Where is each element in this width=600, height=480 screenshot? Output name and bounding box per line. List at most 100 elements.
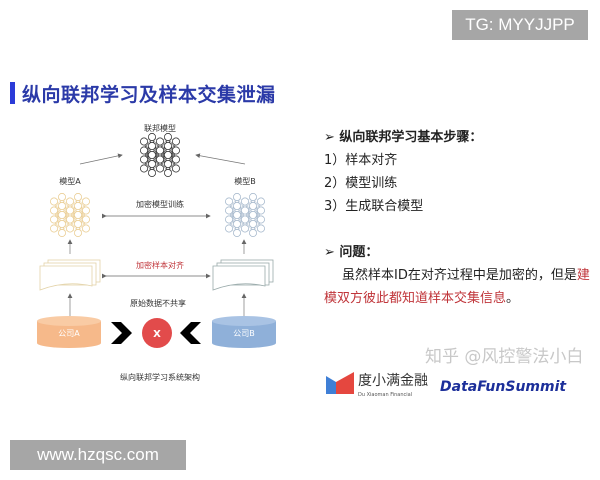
network-node — [172, 155, 180, 164]
network-node — [58, 202, 66, 210]
no-raw-sharing-label: 原始数据不共享 — [130, 298, 186, 308]
federated-model-network-icon — [140, 133, 180, 177]
architecture-diagram: 联邦模型 模型A 模型B 加密模型训练 加密样本对齐 原始数据不共享 公司A 公… — [37, 123, 276, 382]
company-a-label: 公司A — [58, 329, 80, 338]
network-node — [233, 211, 241, 219]
network-edge — [236, 210, 246, 234]
model-a-network-icon — [50, 193, 90, 237]
network-node — [164, 169, 172, 177]
network-edge — [167, 150, 177, 174]
network-edge — [252, 201, 262, 225]
logo-chinese-name: 度小满金融 — [358, 373, 428, 389]
network-edge — [61, 201, 71, 234]
network-node — [233, 202, 241, 210]
network-node — [140, 155, 148, 164]
network-node — [82, 215, 90, 224]
network-edge — [53, 205, 63, 229]
company-a-database-icon — [37, 316, 101, 348]
network-node — [140, 137, 148, 146]
network-node — [58, 193, 66, 201]
network-node — [249, 211, 257, 219]
steps-heading: ➢ 纵向联邦学习基本步骤： — [324, 130, 483, 145]
network-edge — [61, 201, 71, 225]
network-node — [82, 197, 90, 206]
network-edge — [252, 210, 262, 234]
network-node — [241, 224, 249, 233]
network-node — [82, 224, 90, 233]
network-node — [172, 146, 180, 155]
network-node — [82, 206, 90, 215]
step-item: 1）样本对齐 — [324, 153, 398, 168]
network-node — [233, 193, 241, 201]
network-node — [257, 197, 265, 206]
datafun-summit-logo: DataFunSummit — [440, 379, 567, 395]
network-node — [249, 202, 257, 210]
network-node — [156, 137, 164, 146]
network-node — [172, 137, 180, 146]
network-edge — [151, 150, 161, 174]
logo-english-name: Du Xiaoman Financial — [358, 392, 413, 398]
company-b-label: 公司B — [233, 329, 255, 338]
network-edge — [228, 196, 238, 220]
network-edge — [77, 201, 87, 225]
network-node — [74, 229, 82, 237]
slide-title: 纵向联邦学习及样本交集泄漏 — [22, 84, 276, 106]
network-node — [225, 206, 233, 215]
network-node — [140, 164, 148, 173]
network-node — [164, 142, 172, 150]
network-node — [148, 142, 156, 150]
network-node — [249, 193, 257, 201]
steps-heading-text: 纵向联邦学习基本步骤： — [339, 130, 483, 145]
issue-text-end: 。 — [506, 291, 520, 306]
step-item: 3）生成联合模型 — [324, 199, 424, 214]
network-node — [257, 224, 265, 233]
network-node — [66, 206, 74, 215]
network-edge — [53, 196, 63, 220]
issue-text-highlight: 建模双方彼此都知道样本交集信息 — [324, 268, 590, 306]
network-edge — [151, 141, 161, 165]
network-node — [58, 229, 66, 237]
network-edge — [151, 141, 161, 174]
document-stack-b-icon — [212, 259, 274, 291]
blocked-mark: X — [153, 329, 161, 340]
right-text-panel: ➢ 纵向联邦学习基本步骤： 1）样本对齐 2）模型训练 3）生成联合模型 ➢ 问… — [324, 126, 594, 310]
title-accent-bar — [10, 82, 15, 104]
network-node — [74, 193, 82, 201]
issue-text: 虽然样本ID在对齐过程中是加密的，但是 — [342, 268, 577, 283]
network-node — [164, 133, 172, 141]
arrow-b-to-federated — [195, 153, 246, 165]
model-a-label: 模型A — [59, 176, 81, 186]
issue-heading: ➢ 问题： — [324, 245, 379, 260]
network-node — [241, 215, 249, 224]
network-node — [50, 197, 58, 206]
network-node — [58, 211, 66, 219]
network-edge — [143, 136, 153, 160]
network-node — [156, 146, 164, 155]
network-edge — [77, 201, 87, 234]
network-edge — [69, 196, 79, 229]
network-edge — [159, 136, 169, 160]
network-node — [58, 220, 66, 228]
issue-heading-text: 问题： — [339, 245, 379, 260]
network-node — [156, 164, 164, 173]
network-node — [241, 197, 249, 206]
network-node — [257, 206, 265, 215]
network-edge — [143, 136, 153, 169]
network-edge — [69, 205, 79, 229]
network-node — [156, 155, 164, 164]
network-node — [66, 197, 74, 206]
arrow-a-to-federated — [79, 153, 123, 165]
network-node — [164, 151, 172, 159]
blocked-circle-icon — [142, 318, 172, 348]
network-node — [140, 146, 148, 155]
network-node — [164, 160, 172, 168]
company-b-database-icon — [212, 316, 276, 348]
encrypted-alignment-label: 加密样本对齐 — [136, 260, 184, 270]
network-node — [66, 215, 74, 224]
model-b-label: 模型B — [234, 176, 256, 186]
network-node — [50, 215, 58, 224]
network-node — [241, 206, 249, 215]
network-edge — [236, 201, 246, 225]
network-edge — [228, 205, 238, 229]
network-edge — [143, 145, 153, 169]
